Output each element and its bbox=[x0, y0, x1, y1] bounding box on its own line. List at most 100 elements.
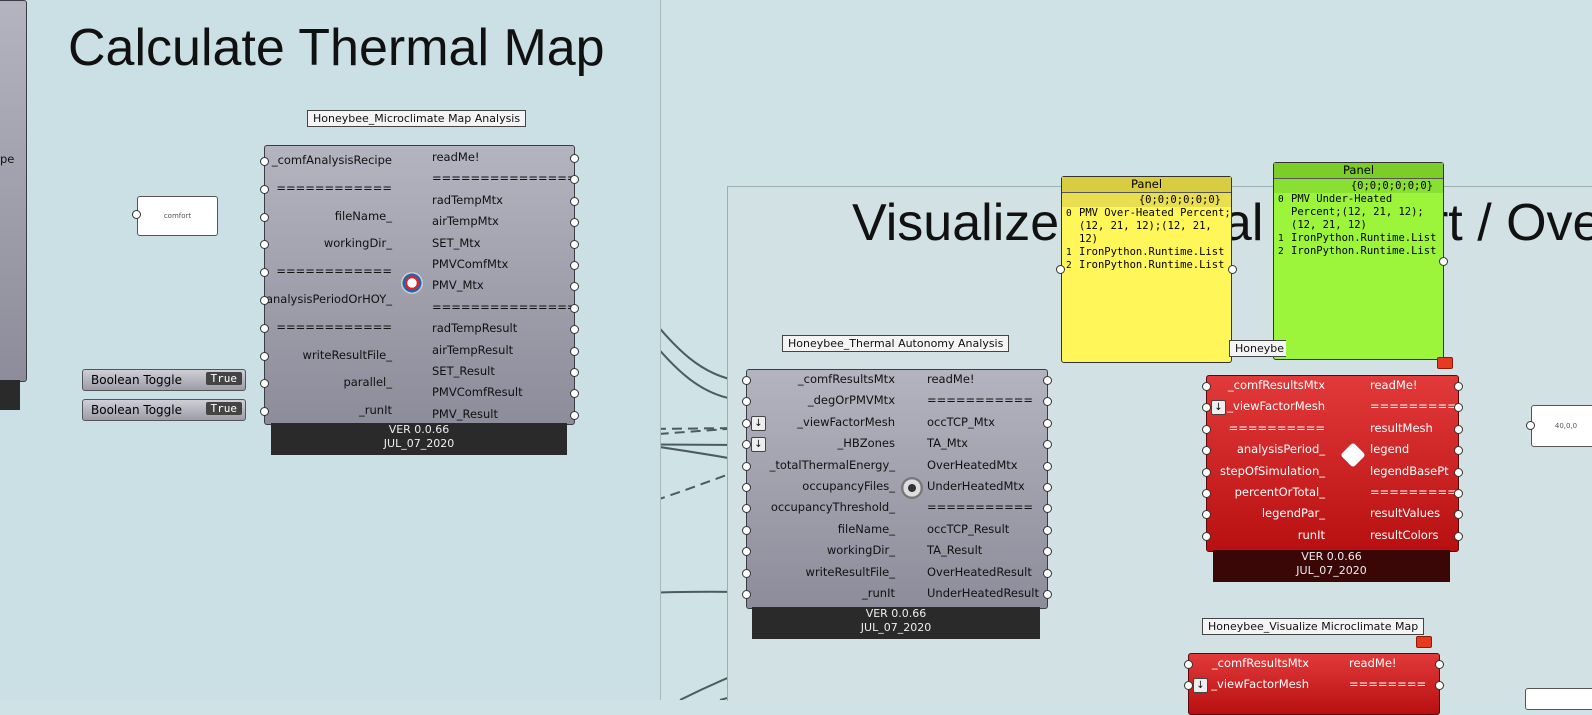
input-pin[interactable] bbox=[260, 351, 269, 361]
input-pin[interactable] bbox=[260, 157, 269, 166]
output-pin[interactable] bbox=[1454, 510, 1463, 520]
input-pin[interactable] bbox=[742, 376, 751, 385]
input-pin[interactable] bbox=[742, 504, 751, 514]
microclimate-tag: Honeybee_Microclimate Map Analysis bbox=[307, 110, 527, 127]
output-pin[interactable] bbox=[570, 325, 579, 335]
output-pin[interactable] bbox=[570, 196, 579, 206]
output-pin[interactable] bbox=[1454, 446, 1463, 456]
input-pin[interactable] bbox=[1202, 489, 1211, 498]
output-pin[interactable] bbox=[1043, 590, 1052, 599]
comfort-input-box[interactable]: comfort bbox=[137, 196, 218, 236]
comfort-pin[interactable] bbox=[132, 210, 141, 219]
output-pin[interactable] bbox=[570, 303, 579, 313]
output-port-label: OverHeatedMtx bbox=[927, 457, 1018, 472]
toggle-1-label: Boolean Toggle bbox=[91, 373, 182, 387]
input-pin[interactable] bbox=[742, 525, 751, 535]
output-pin[interactable] bbox=[1435, 681, 1444, 691]
output-pin[interactable] bbox=[1043, 504, 1052, 514]
output-pin[interactable] bbox=[570, 261, 579, 270]
output-pin[interactable] bbox=[570, 282, 579, 292]
input-pin[interactable] bbox=[742, 418, 751, 428]
color-mesh-date: JUL_07_2020 bbox=[1296, 564, 1367, 577]
output-pin[interactable] bbox=[1043, 397, 1052, 407]
output-pin[interactable] bbox=[570, 175, 579, 185]
input-pin[interactable] bbox=[1202, 467, 1211, 477]
output-pin[interactable] bbox=[1043, 376, 1052, 385]
panel-yellow-input-pin[interactable] bbox=[1056, 265, 1065, 274]
toggle-1-value[interactable]: True bbox=[205, 372, 242, 385]
input-pin[interactable] bbox=[742, 440, 751, 450]
boolean-toggle-2[interactable]: Boolean Toggle True bbox=[82, 399, 246, 421]
input-port-label: _viewFactorMesh bbox=[1211, 677, 1309, 692]
panel-yellow-output-pin[interactable] bbox=[1228, 265, 1237, 274]
panel-green-output-pin[interactable] bbox=[1439, 257, 1448, 266]
output-pin[interactable] bbox=[570, 346, 579, 356]
thermal-autonomy-version: VER 0.0.66 bbox=[865, 607, 927, 620]
input-pin[interactable] bbox=[1184, 681, 1193, 691]
input-pin[interactable] bbox=[260, 379, 269, 389]
graft-arrow-icon[interactable]: ↓ bbox=[1211, 400, 1226, 416]
input-port-label: _HBZones bbox=[837, 436, 895, 451]
output-pin[interactable] bbox=[570, 154, 579, 163]
input-pin[interactable] bbox=[742, 568, 751, 578]
visualize-microclimate-map-component[interactable]: _comfResultsMtx_viewFactorMesh readMe!==… bbox=[1184, 653, 1444, 715]
output-pin[interactable] bbox=[1435, 660, 1444, 669]
input-pin[interactable] bbox=[1202, 424, 1211, 434]
input-pin[interactable] bbox=[1202, 382, 1211, 391]
boolean-toggle-1[interactable]: Boolean Toggle True bbox=[82, 369, 246, 391]
input-pin[interactable] bbox=[260, 407, 269, 417]
left-stub-component[interactable] bbox=[0, 0, 27, 382]
input-pin[interactable] bbox=[260, 240, 269, 250]
toggle-2-value[interactable]: True bbox=[205, 402, 242, 415]
output-pin[interactable] bbox=[1043, 440, 1052, 450]
output-pin[interactable] bbox=[1454, 382, 1463, 391]
input-pin[interactable] bbox=[260, 268, 269, 278]
output-pin[interactable] bbox=[1454, 467, 1463, 477]
output-pin[interactable] bbox=[1043, 461, 1052, 471]
color-value-box[interactable]: 40,0,0 bbox=[1531, 405, 1592, 447]
graft-arrow-icon[interactable]: ↓ bbox=[751, 437, 766, 453]
microclimate-map-analysis-component[interactable]: _comfAnalysisRecipe============fileName_… bbox=[260, 145, 579, 425]
color-mesh-component[interactable]: _comfResultsMtx_viewFactorMesh==========… bbox=[1202, 375, 1463, 552]
lower-right-box[interactable] bbox=[1525, 688, 1592, 710]
output-pin[interactable] bbox=[1043, 418, 1052, 428]
input-pin[interactable] bbox=[1184, 660, 1193, 669]
input-pin[interactable] bbox=[1202, 510, 1211, 520]
graft-arrow-icon[interactable]: ↓ bbox=[1193, 678, 1208, 694]
thermal-autonomy-analysis-component[interactable]: _comfResultsMtx_degOrPMVMtx_viewFactorMe… bbox=[742, 369, 1052, 609]
input-pin[interactable] bbox=[260, 212, 269, 222]
input-pin[interactable] bbox=[260, 184, 269, 194]
output-pin[interactable] bbox=[1043, 547, 1052, 557]
input-pin[interactable] bbox=[1202, 403, 1211, 413]
output-pin[interactable] bbox=[570, 410, 579, 420]
output-pin[interactable] bbox=[570, 239, 579, 249]
output-pin[interactable] bbox=[1454, 489, 1463, 498]
output-pin[interactable] bbox=[1454, 531, 1463, 541]
input-pin[interactable] bbox=[260, 323, 269, 333]
input-pin[interactable] bbox=[1202, 531, 1211, 541]
input-pin[interactable] bbox=[742, 547, 751, 557]
warning-flag-icon[interactable] bbox=[1437, 357, 1453, 369]
input-port-label: ========== bbox=[1228, 420, 1325, 435]
graft-arrow-icon[interactable]: ↓ bbox=[751, 415, 766, 431]
input-pin[interactable] bbox=[260, 296, 269, 305]
output-pin[interactable] bbox=[1043, 483, 1052, 492]
input-pin[interactable] bbox=[1202, 446, 1211, 456]
output-pin[interactable] bbox=[570, 368, 579, 377]
input-pin[interactable] bbox=[742, 461, 751, 471]
output-pin[interactable] bbox=[570, 389, 579, 399]
input-pin[interactable] bbox=[742, 483, 751, 492]
warning-flag-icon-2[interactable] bbox=[1416, 636, 1432, 648]
color-value-pin[interactable] bbox=[1526, 421, 1535, 430]
input-pin[interactable] bbox=[742, 397, 751, 407]
output-pin[interactable] bbox=[1454, 403, 1463, 413]
input-pin[interactable] bbox=[742, 590, 751, 599]
output-pin[interactable] bbox=[1043, 568, 1052, 578]
output-port-label: radTempMtx bbox=[432, 192, 503, 207]
output-pin[interactable] bbox=[570, 218, 579, 228]
output-pin[interactable] bbox=[1454, 424, 1463, 434]
input-port-label: stepOfSimulation_ bbox=[1220, 463, 1325, 478]
output-pin[interactable] bbox=[1043, 525, 1052, 535]
